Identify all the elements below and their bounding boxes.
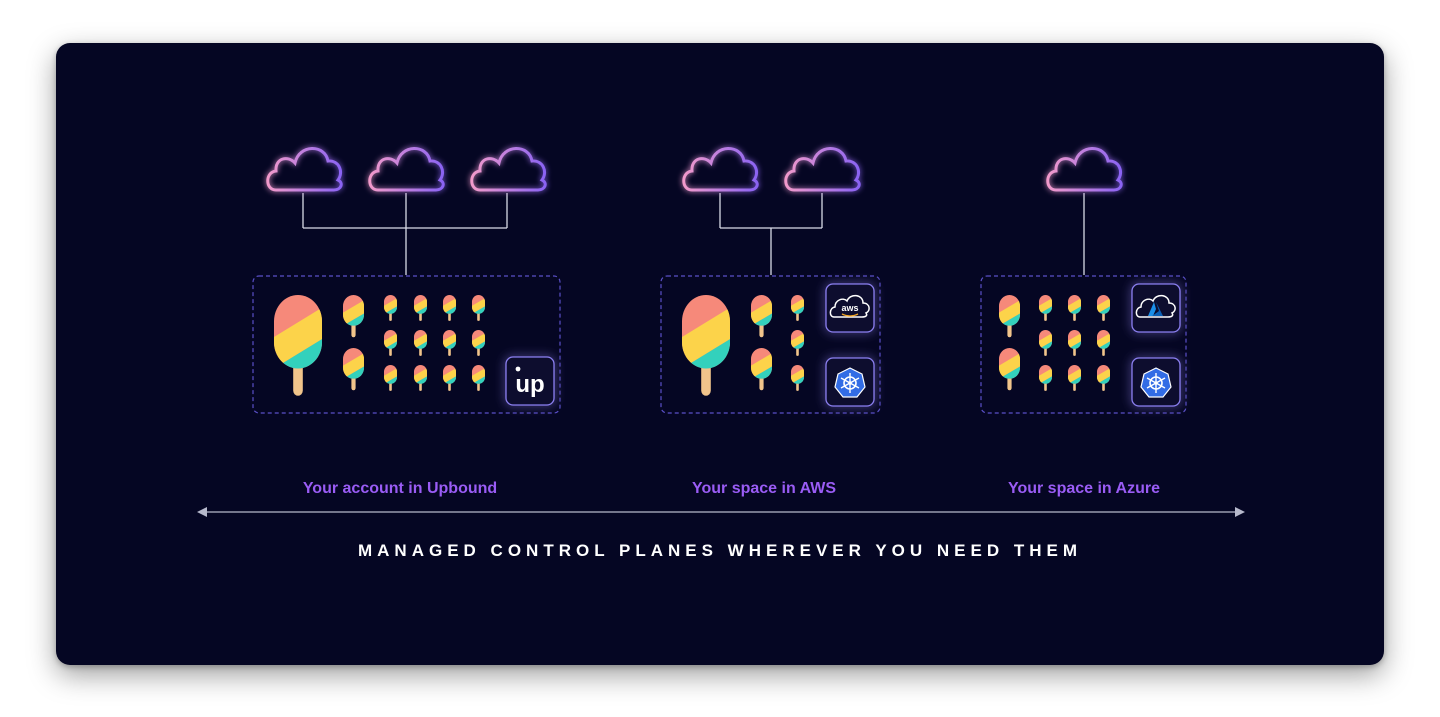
popsicle-icon bbox=[751, 295, 772, 337]
section-label-upbound: Your account in Upbound bbox=[302, 480, 498, 497]
popsicle-icon bbox=[274, 295, 322, 396]
popsicle-icon bbox=[343, 348, 364, 390]
aws-logo-icon: aws bbox=[825, 283, 875, 333]
cloud-icon bbox=[368, 146, 445, 192]
cloud-icon bbox=[682, 146, 759, 192]
popsicle-icon bbox=[414, 365, 427, 391]
popsicle-icon bbox=[791, 330, 804, 356]
connector-lines bbox=[302, 193, 1085, 275]
azure-popsicles bbox=[999, 295, 1110, 391]
popsicle-icon bbox=[1097, 330, 1110, 356]
popsicle-icon bbox=[443, 330, 456, 356]
upbound-logo-icon: up bbox=[505, 356, 555, 406]
popsicle-icon bbox=[1068, 365, 1081, 391]
cloud-icon bbox=[470, 146, 547, 192]
cloud-icon bbox=[784, 146, 861, 192]
section-boxes bbox=[252, 275, 1187, 414]
popsicle-icon bbox=[1068, 330, 1081, 356]
aws-popsicles bbox=[682, 295, 804, 396]
popsicle-icon bbox=[384, 330, 397, 356]
cloud-icon bbox=[266, 146, 343, 192]
popsicle-icon bbox=[443, 365, 456, 391]
popsicle-icon bbox=[1097, 295, 1110, 321]
azure-logo-icon bbox=[1131, 283, 1181, 333]
cloud-icon bbox=[1046, 146, 1123, 192]
popsicle-icon bbox=[1039, 330, 1052, 356]
popsicle-icon bbox=[1097, 365, 1110, 391]
diagram-card: up aws bbox=[56, 43, 1384, 665]
popsicle-icon bbox=[1039, 365, 1052, 391]
popsicle-icon bbox=[751, 348, 772, 390]
section-label-azure: Your space in Azure bbox=[1007, 480, 1161, 497]
popsicle-icon bbox=[472, 365, 485, 391]
popsicle-icon bbox=[414, 330, 427, 356]
kubernetes-logo-icon bbox=[825, 357, 875, 407]
popsicle-icon bbox=[1039, 295, 1052, 321]
upbound-logo-text: up bbox=[515, 371, 544, 398]
popsicle-icon bbox=[343, 295, 364, 337]
upbound-popsicles bbox=[274, 295, 485, 396]
double-arrow-icon bbox=[197, 507, 1245, 517]
tagline: MANAGED CONTROL PLANES WHEREVER YOU NEED… bbox=[357, 541, 1083, 560]
popsicle-icon bbox=[414, 295, 427, 321]
popsicle-icon bbox=[999, 348, 1020, 390]
aws-logo-text: aws bbox=[841, 303, 858, 313]
popsicle-icon bbox=[443, 295, 456, 321]
section-label-aws: Your space in AWS bbox=[691, 480, 837, 497]
popsicle-icon bbox=[999, 295, 1020, 337]
clouds bbox=[266, 146, 1123, 192]
popsicle-icon bbox=[472, 295, 485, 321]
popsicle-icon bbox=[791, 365, 804, 391]
popsicle-icon bbox=[1068, 295, 1081, 321]
popsicle-icon bbox=[384, 365, 397, 391]
upbound-box bbox=[252, 275, 561, 414]
kubernetes-logo-icon bbox=[1131, 357, 1181, 407]
popsicle-icon bbox=[384, 295, 397, 321]
popsicle-icon bbox=[791, 295, 804, 321]
popsicle-icon bbox=[682, 295, 730, 396]
popsicle-icon bbox=[472, 330, 485, 356]
diagram-canvas: up aws bbox=[197, 146, 1245, 517]
